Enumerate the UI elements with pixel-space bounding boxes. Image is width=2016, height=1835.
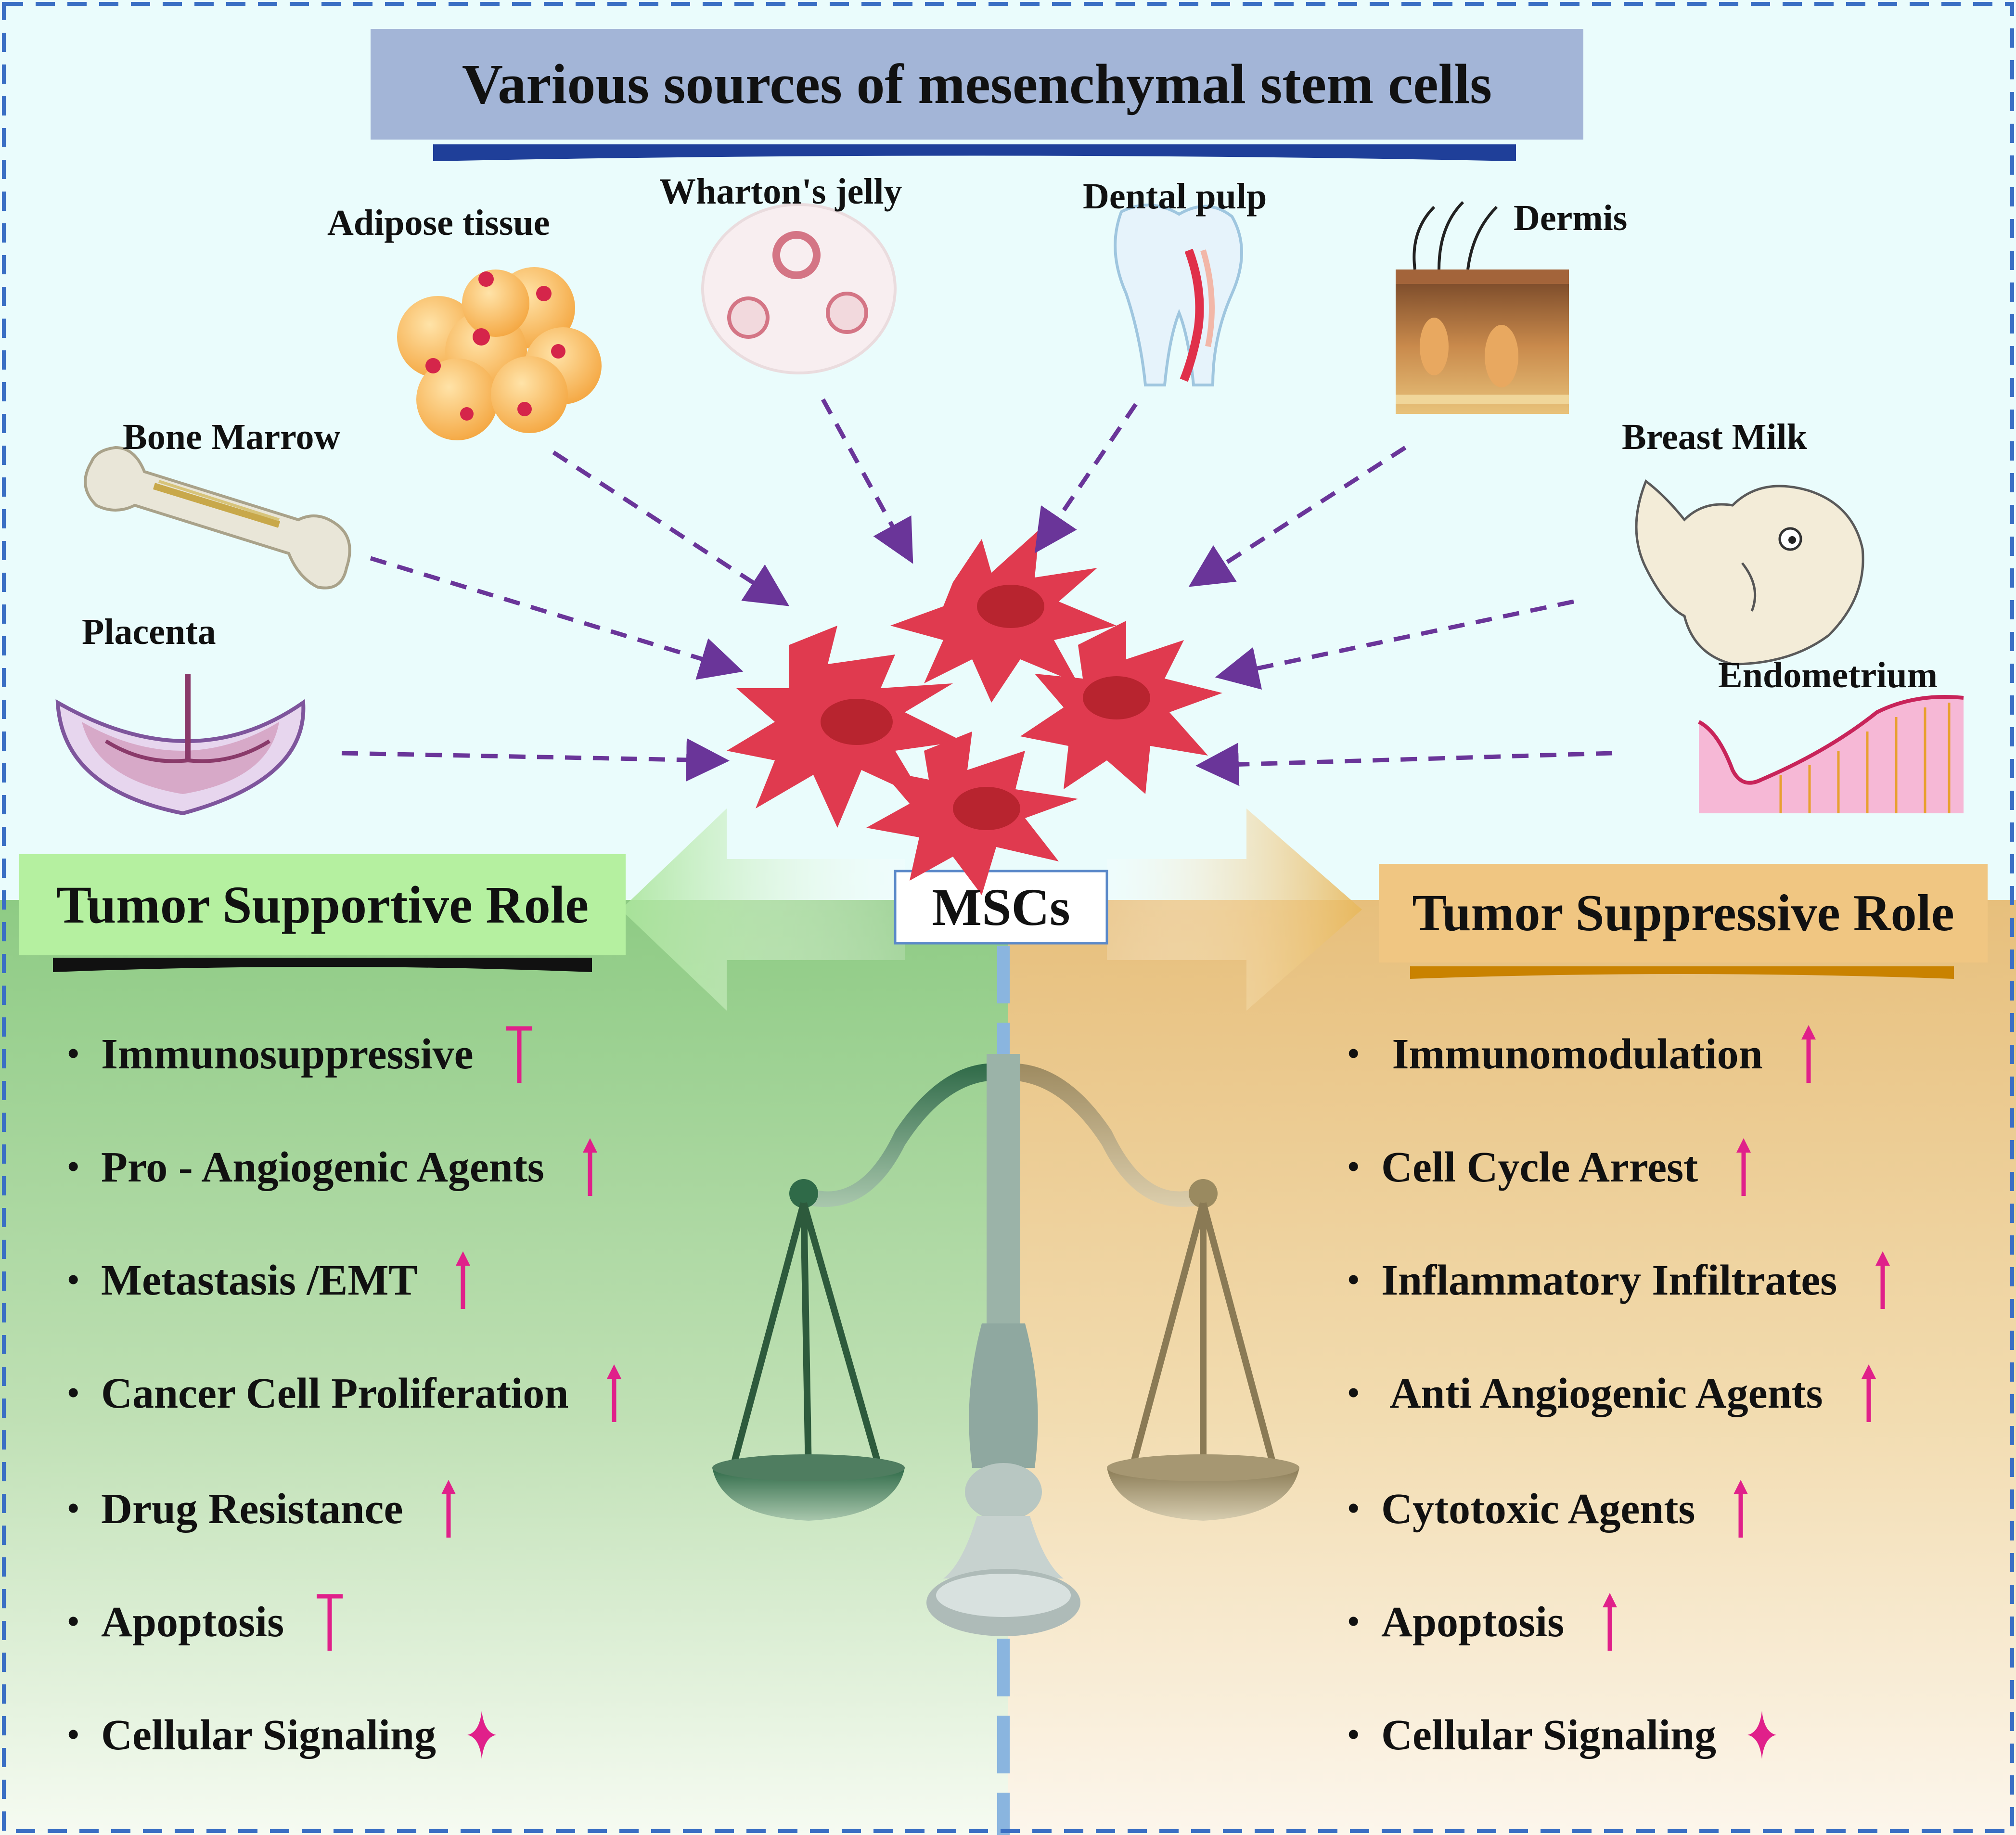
title-box [371, 29, 1583, 140]
supportive-item-label: Cancer Cell Proliferation [101, 1369, 569, 1417]
supportive-item: • Apoptosis [67, 1593, 347, 1651]
supportive-item: • Cancer Cell Proliferation [67, 1364, 631, 1422]
right-big-arrow [1107, 808, 1362, 1011]
bullet-dot: • [1348, 1490, 1360, 1527]
up-arrow-icon [607, 1364, 622, 1422]
bullet-dot: • [1348, 1603, 1360, 1640]
bullet-dot: • [1348, 1035, 1360, 1072]
suppressive-role-title: Tumor Suppressive Role [1412, 884, 1954, 942]
endometrium-image [1698, 695, 1964, 813]
suppressive-item: • Apoptosis [1348, 1593, 1627, 1651]
figure-title: Various sources of mesenchymal stem cell… [462, 52, 1492, 115]
bullet-dot: • [1348, 1716, 1360, 1753]
up-arrow-icon [441, 1480, 456, 1538]
label-bone-marrow: Bone Marrow [123, 417, 341, 457]
suppressive-title-box [1379, 864, 1988, 962]
title-underline [433, 144, 1516, 161]
bullet-dot: • [67, 1148, 79, 1185]
dermis-image [1396, 201, 1569, 414]
breast-milk-image [1635, 479, 1864, 666]
suppressive-item-label: Cytotoxic Agents [1381, 1485, 1695, 1533]
whartons-jelly-image [701, 203, 897, 374]
supportive-item-label: Drug Resistance [101, 1485, 403, 1533]
bullet-dot: • [67, 1035, 79, 1072]
up-arrow-icon [456, 1251, 471, 1309]
supportive-item: • Drug Resistance [67, 1480, 465, 1538]
up-arrow-icon [1801, 1025, 1816, 1083]
suppressive-item-label: Apoptosis [1381, 1598, 1565, 1646]
bullet-dot: • [67, 1374, 79, 1412]
suppressive-item-label: Immunomodulation [1381, 1030, 1763, 1078]
suppressive-item: • Anti Angiogenic Agents [1348, 1364, 1886, 1422]
label-placenta: Placenta [82, 612, 216, 652]
suppressive-item: • Immunomodulation [1348, 1025, 1825, 1083]
suppressive-item-label: Anti Angiogenic Agents [1381, 1369, 1823, 1417]
supportive-item-label: Cellular Signaling [101, 1711, 437, 1759]
supportive-title-box [19, 854, 626, 955]
label-dental-pulp: Dental pulp [1083, 176, 1267, 217]
supportive-item: • Immunosuppressive [67, 1025, 536, 1083]
signaling-star-icon [467, 1711, 497, 1759]
label-breast-milk: Breast Milk [1622, 417, 1807, 457]
suppressive-underline [1410, 966, 1954, 979]
up-arrow-icon [1734, 1480, 1748, 1538]
supportive-underline [53, 958, 592, 972]
label-endometrium: Endometrium [1718, 655, 1938, 695]
up-arrow-icon [1861, 1364, 1876, 1422]
dental-pulp-image [1114, 204, 1243, 386]
bullet-dot: • [67, 1490, 79, 1527]
left-big-arrow [621, 808, 905, 1011]
adipose-tissue-image [397, 267, 602, 440]
msc-cell-cluster [727, 529, 1222, 895]
supportive-panel [0, 900, 1008, 1835]
suppressive-item: • Cytotoxic Agents [1348, 1480, 1758, 1538]
suppressive-item: • Cellular Signaling [1348, 1706, 1779, 1764]
suppressive-item-label: Cell Cycle Arrest [1381, 1143, 1698, 1191]
label-whartons-jelly: Wharton's jelly [659, 171, 902, 212]
bullet-dot: • [1348, 1148, 1360, 1185]
suppressive-item-label: Inflammatory Infiltrates [1381, 1256, 1837, 1304]
signaling-star-icon [1747, 1711, 1777, 1759]
up-arrow-icon [1736, 1138, 1751, 1196]
bone-marrow-image [84, 446, 351, 590]
label-dermis: Dermis [1514, 198, 1628, 238]
supportive-item-label: Pro - Angiogenic Agents [101, 1143, 544, 1191]
bullet-dot: • [67, 1716, 79, 1753]
up-arrow-icon [582, 1138, 597, 1196]
supportive-item: • Pro - Angiogenic Agents [67, 1138, 607, 1196]
source-arrows [341, 398, 1613, 786]
bullet-dot: • [1348, 1374, 1360, 1412]
supportive-item-label: Metastasis /EMT [101, 1256, 418, 1304]
suppressive-panel [1008, 900, 2016, 1835]
bullet-dot: • [1348, 1261, 1360, 1298]
up-arrow-icon [1603, 1593, 1618, 1651]
bullet-dot: • [67, 1261, 79, 1298]
up-arrow-icon [1875, 1251, 1890, 1309]
supportive-role-title: Tumor Supportive Role [56, 875, 589, 934]
supportive-item: • Metastasis /EMT [67, 1251, 480, 1309]
placenta-image [55, 674, 306, 816]
inhibition-icon [506, 1026, 532, 1083]
supportive-item-label: Apoptosis [101, 1598, 284, 1646]
supportive-item: • Cellular Signaling [67, 1706, 499, 1764]
mscs-label: MSCs [932, 877, 1070, 937]
supportive-item-label: Immunosuppressive [101, 1030, 474, 1078]
label-adipose-tissue: Adipose tissue [327, 203, 550, 243]
mscs-box [894, 870, 1108, 945]
bullet-dot: • [67, 1603, 79, 1640]
suppressive-item-label: Cellular Signaling [1381, 1711, 1717, 1759]
suppressive-item: • Cell Cycle Arrest [1348, 1138, 1760, 1196]
suppressive-item: • Inflammatory Infiltrates [1348, 1251, 1900, 1309]
inhibition-icon [317, 1594, 343, 1651]
balance-scale [712, 1054, 1299, 1636]
